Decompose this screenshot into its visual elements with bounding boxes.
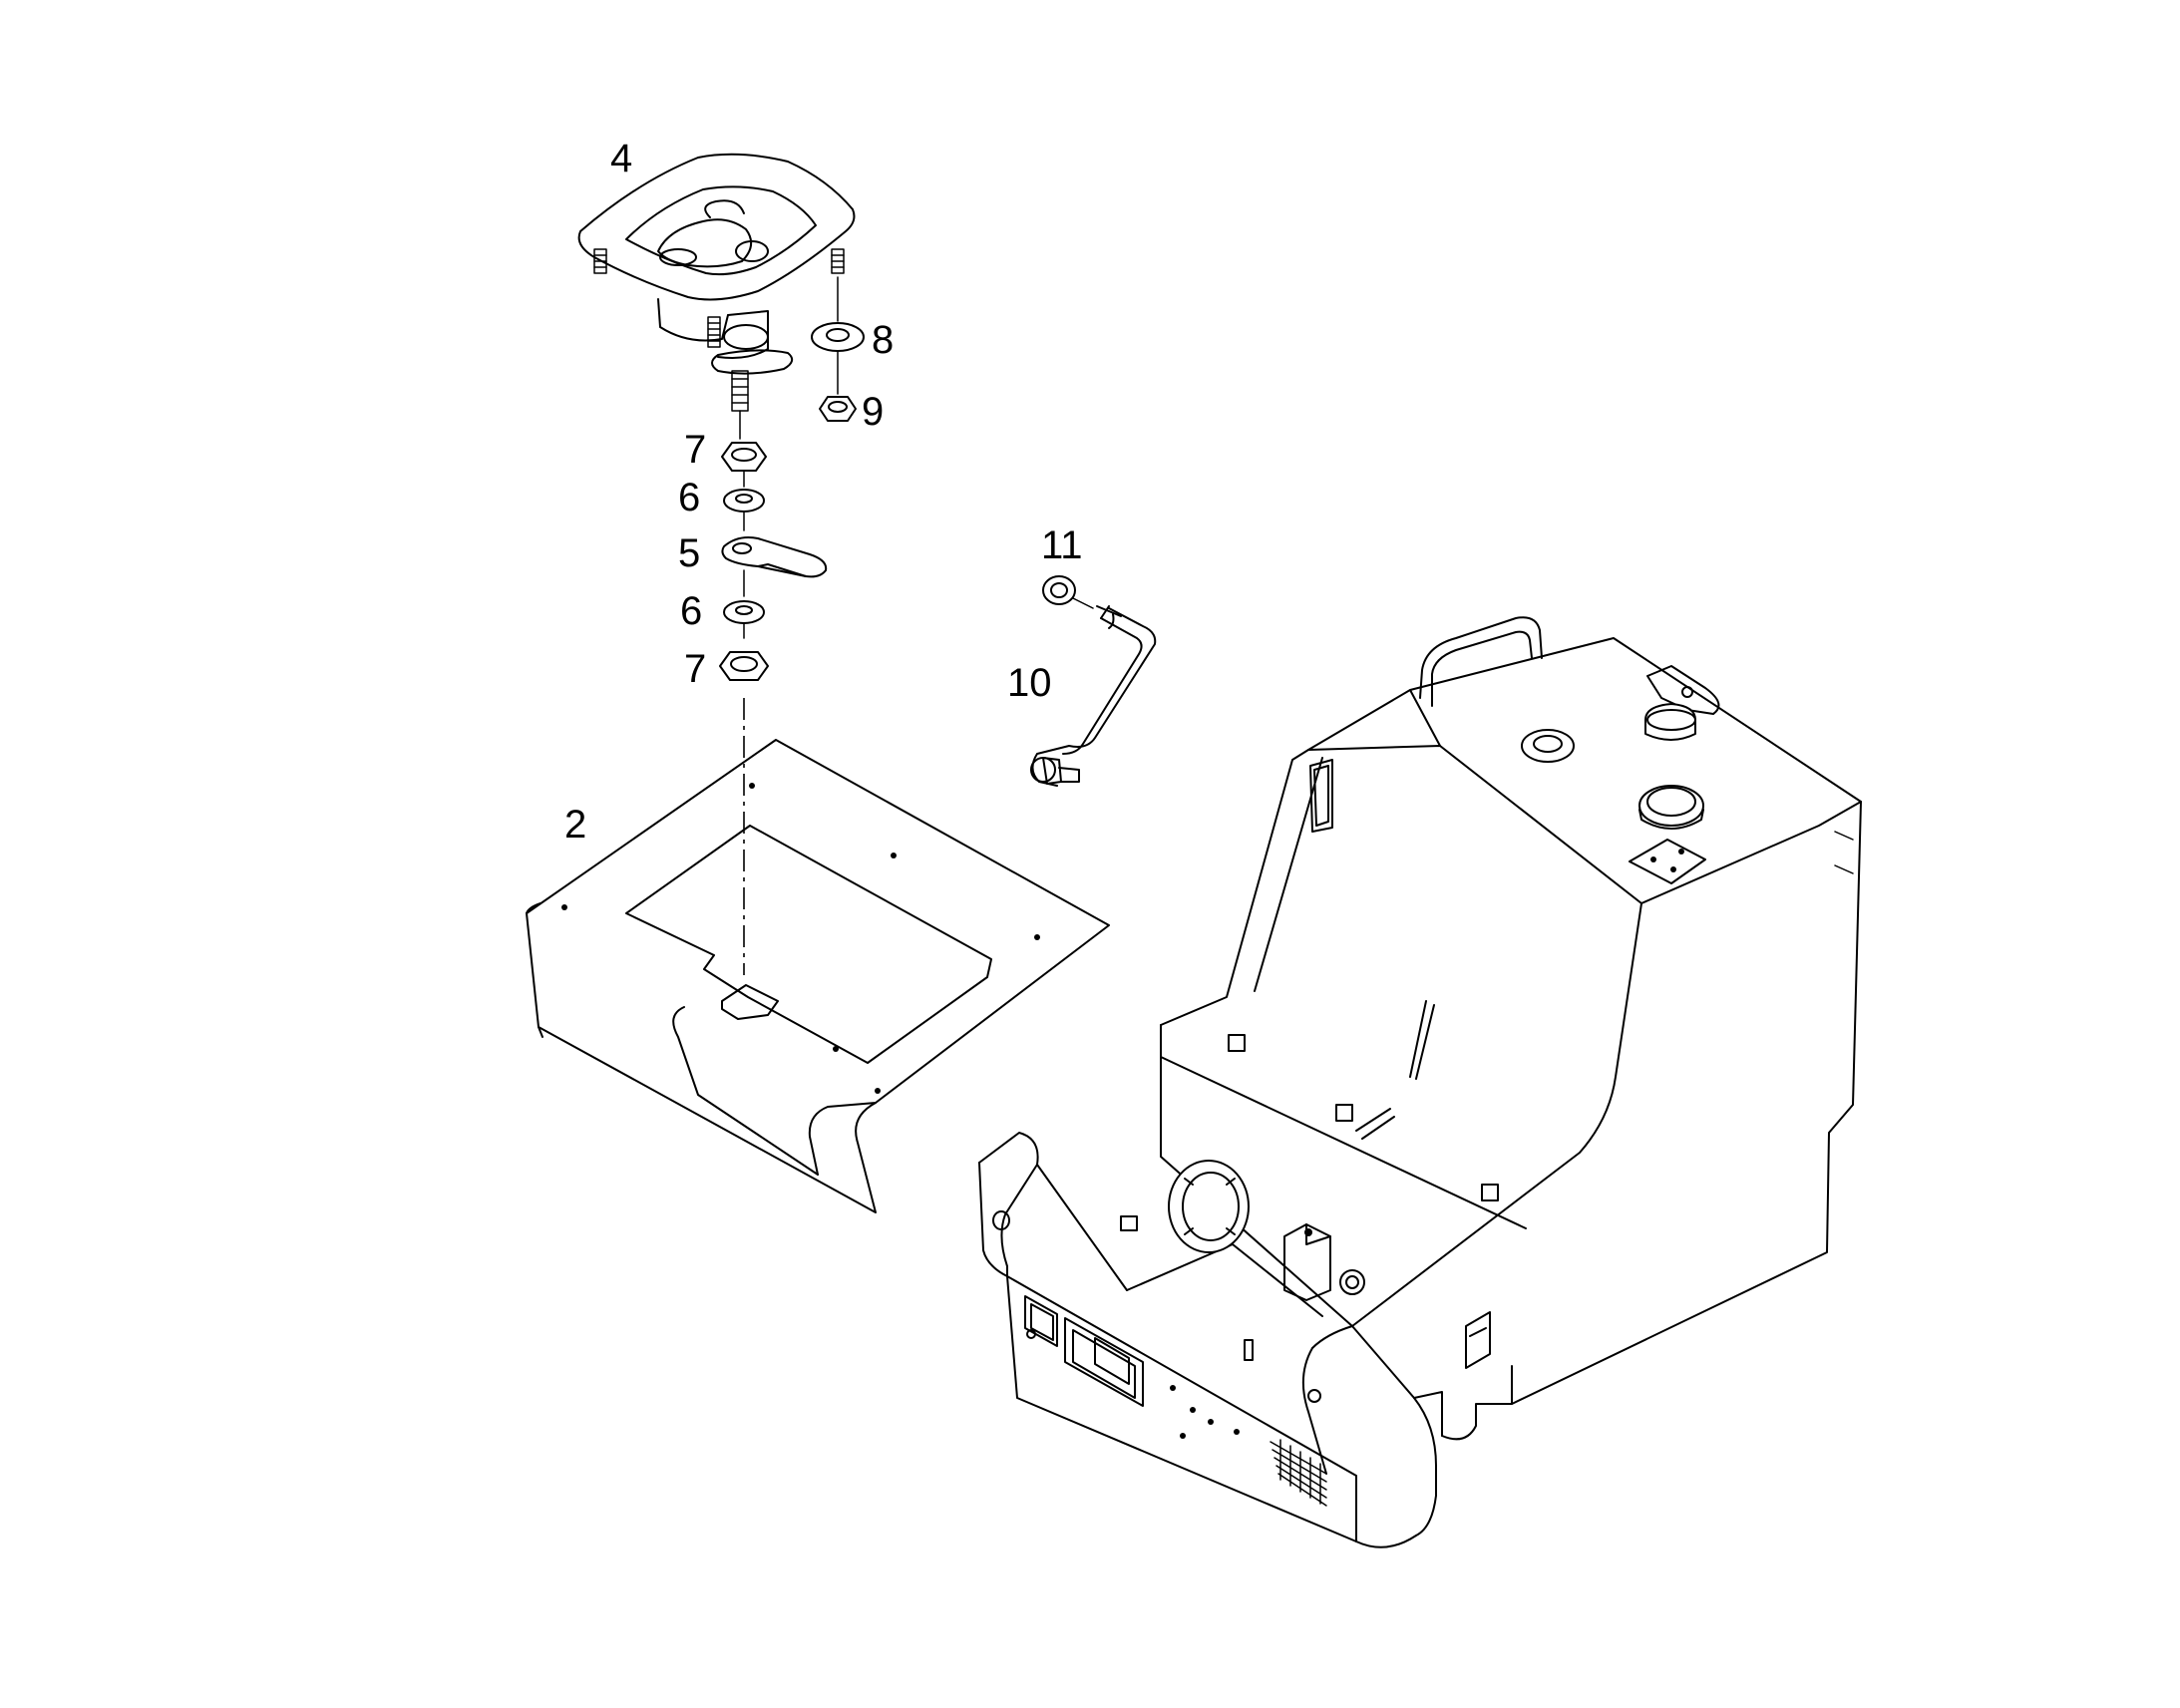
main-frame-body: [978, 616, 1862, 1548]
part-9-nut: [819, 396, 857, 422]
callout-6-upper: 6: [678, 476, 700, 519]
part-2-cover-plate: [526, 739, 1110, 1213]
part-4-latch-handle: [577, 153, 856, 412]
part-10-crank-handle: [1030, 605, 1157, 787]
part-5-cam: [721, 536, 828, 578]
callout-6-lower: 6: [680, 589, 702, 633]
part-11-retaining-ring: [1042, 575, 1094, 609]
callout-9: 9: [862, 390, 884, 434]
callout-11: 11: [1041, 523, 1083, 567]
callout-7-upper: 7: [684, 428, 706, 472]
callout-4: 4: [610, 137, 632, 180]
part-6-washer-upper: [723, 489, 765, 512]
callout-8: 8: [872, 318, 894, 362]
callout-10: 10: [1007, 661, 1052, 705]
callout-2: 2: [564, 803, 586, 847]
part-7-nut-lower: [719, 651, 769, 681]
callout-labels: 4 8 9 7 6 5 6 7 11 10 2: [564, 137, 1083, 847]
part-6-washer-lower: [723, 600, 765, 624]
flange-studs: [593, 248, 845, 348]
part-8-washer: [811, 322, 865, 352]
callout-7-lower: 7: [684, 647, 706, 691]
callout-5: 5: [678, 531, 700, 575]
vent-grille: [1270, 1439, 1327, 1507]
part-7-nut-upper: [721, 442, 767, 472]
